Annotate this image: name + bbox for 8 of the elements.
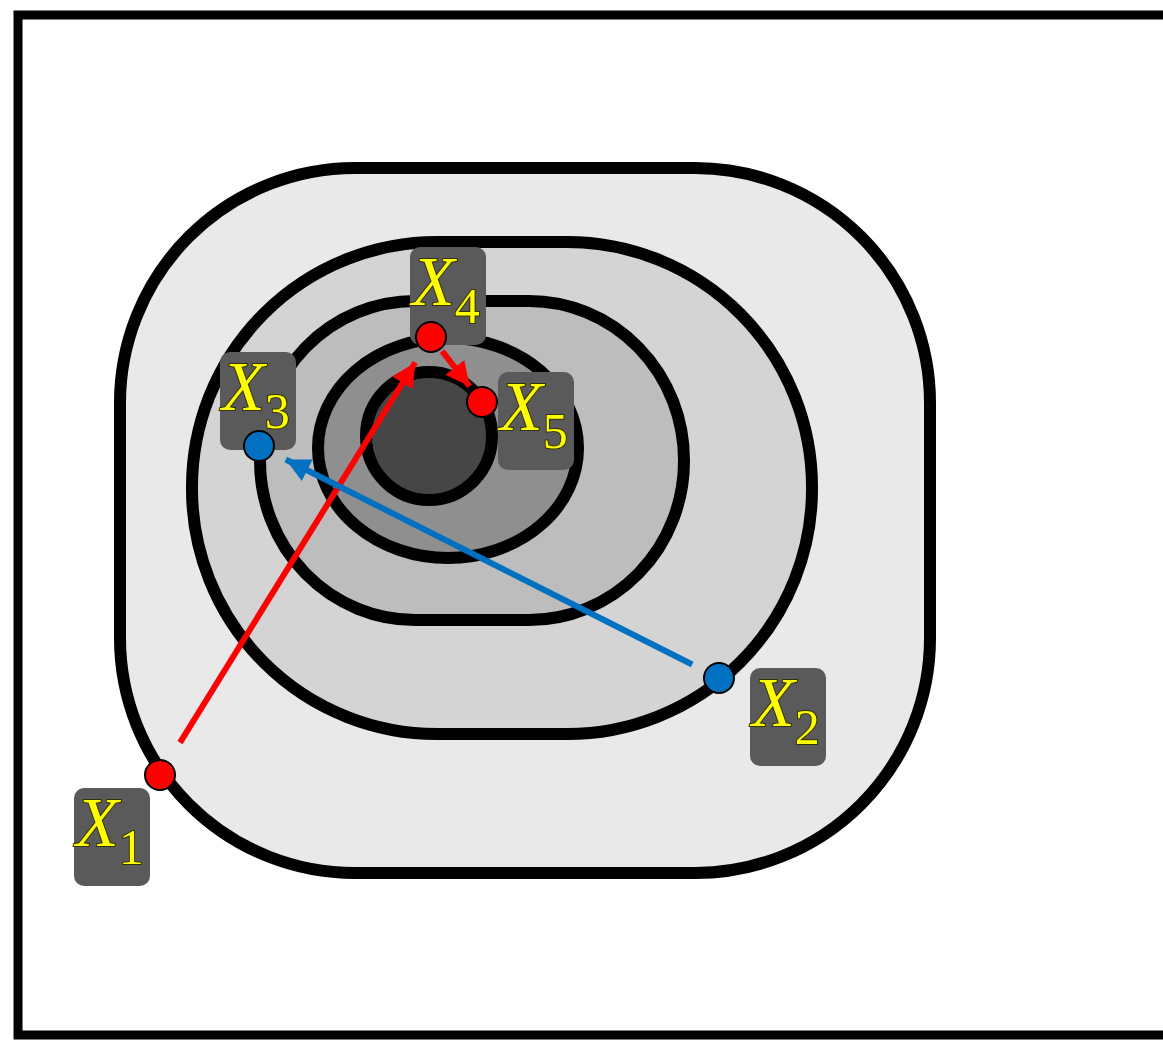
arrow [439, 349, 472, 389]
point-label: X$_{1}$ [74, 788, 150, 886]
point-label: X$_{5}$ [498, 372, 574, 470]
arrow [284, 456, 694, 668]
point-label: X$_{4}$ [410, 247, 486, 345]
arrow [177, 360, 418, 745]
point-label: X$_{2}$ [750, 668, 826, 766]
point-label: X$_{3}$ [220, 352, 296, 450]
